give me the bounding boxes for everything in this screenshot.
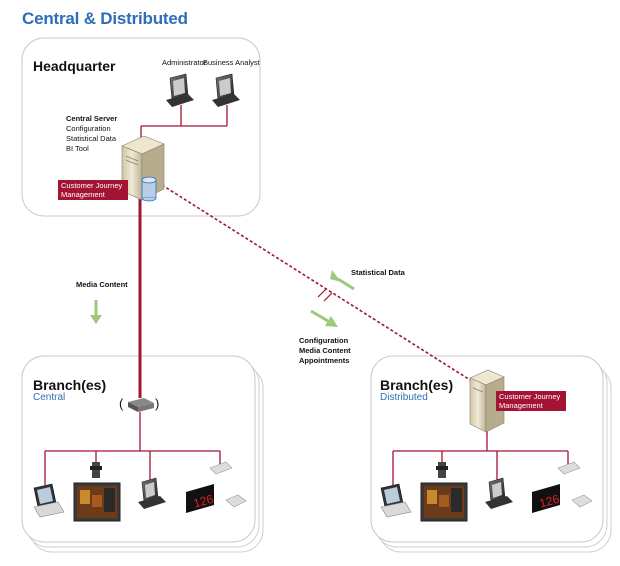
branch-cjm-line-2: Management xyxy=(499,401,543,410)
central-server-line-3: BI Tool xyxy=(66,144,89,153)
distributed-keypad-icon xyxy=(557,461,593,508)
router-bracket-close: ) xyxy=(155,396,160,411)
central-kiosk-icon xyxy=(33,483,65,518)
distributed-counter-display-number: 126 xyxy=(538,492,561,511)
distributed-branch-sub: Distributed xyxy=(380,392,428,403)
branch-cjm-line-1: Customer Journey xyxy=(499,392,561,401)
administrator-label: Administrator xyxy=(162,58,207,67)
central-branch-label: Branch(es) xyxy=(33,377,107,393)
business-analyst-label: Business Analyst xyxy=(203,58,260,67)
config-flow-line-3: Appointments xyxy=(299,356,350,365)
router-bracket-open: ( xyxy=(119,396,124,411)
configuration-arrow-icon xyxy=(310,309,338,327)
page-title: Central & Distributed xyxy=(22,9,188,28)
branch-server-icon xyxy=(469,369,505,433)
media-content-label: Media Content xyxy=(76,280,128,289)
distributed-branch-label: Branch(es) xyxy=(380,377,454,393)
link-break-marks xyxy=(317,288,333,302)
hq-cjm-line-2: Management xyxy=(61,190,105,199)
distributed-kiosk-icon xyxy=(380,483,412,518)
hq-customer-journey-badge: Customer Journey Management xyxy=(58,180,128,200)
distributed-workstation-icon xyxy=(485,477,513,509)
central-counter-display-icon xyxy=(186,484,214,513)
business-analyst-workstation-icon xyxy=(212,73,240,107)
distributed-ticket-printer-icon xyxy=(436,462,448,478)
config-flow-line-2: Media Content xyxy=(299,346,351,355)
central-server-line-1: Configuration xyxy=(66,124,111,133)
central-branch-lan xyxy=(44,412,221,485)
central-keypad-icon xyxy=(209,461,247,508)
central-branch-sub: Central xyxy=(33,392,66,403)
router-icon xyxy=(128,398,154,412)
config-flow-line-1: Configuration xyxy=(299,336,349,345)
statistical-data-arrow-icon xyxy=(330,270,355,291)
central-ticket-printer-icon xyxy=(90,462,102,478)
central-server-title: Central Server xyxy=(66,114,118,123)
central-server-line-2: Statistical Data xyxy=(66,134,117,143)
branch-customer-journey-badge: Customer Journey Management xyxy=(496,391,566,411)
headquarter-label: Headquarter xyxy=(33,58,116,74)
statistical-data-label: Statistical Data xyxy=(351,268,405,277)
administrator-workstation-icon xyxy=(166,73,194,107)
distributed-counter-display-icon xyxy=(532,484,560,513)
central-counter-display-number: 126 xyxy=(192,492,215,511)
distributed-branch-lan xyxy=(392,430,569,485)
central-signage-screen-icon xyxy=(73,482,121,522)
hq-cjm-line-1: Customer Journey xyxy=(61,181,123,190)
distributed-signage-screen-icon xyxy=(420,482,468,522)
central-workstation-icon xyxy=(138,477,166,509)
database-icon xyxy=(141,176,157,202)
media-content-arrow-icon xyxy=(90,300,102,324)
